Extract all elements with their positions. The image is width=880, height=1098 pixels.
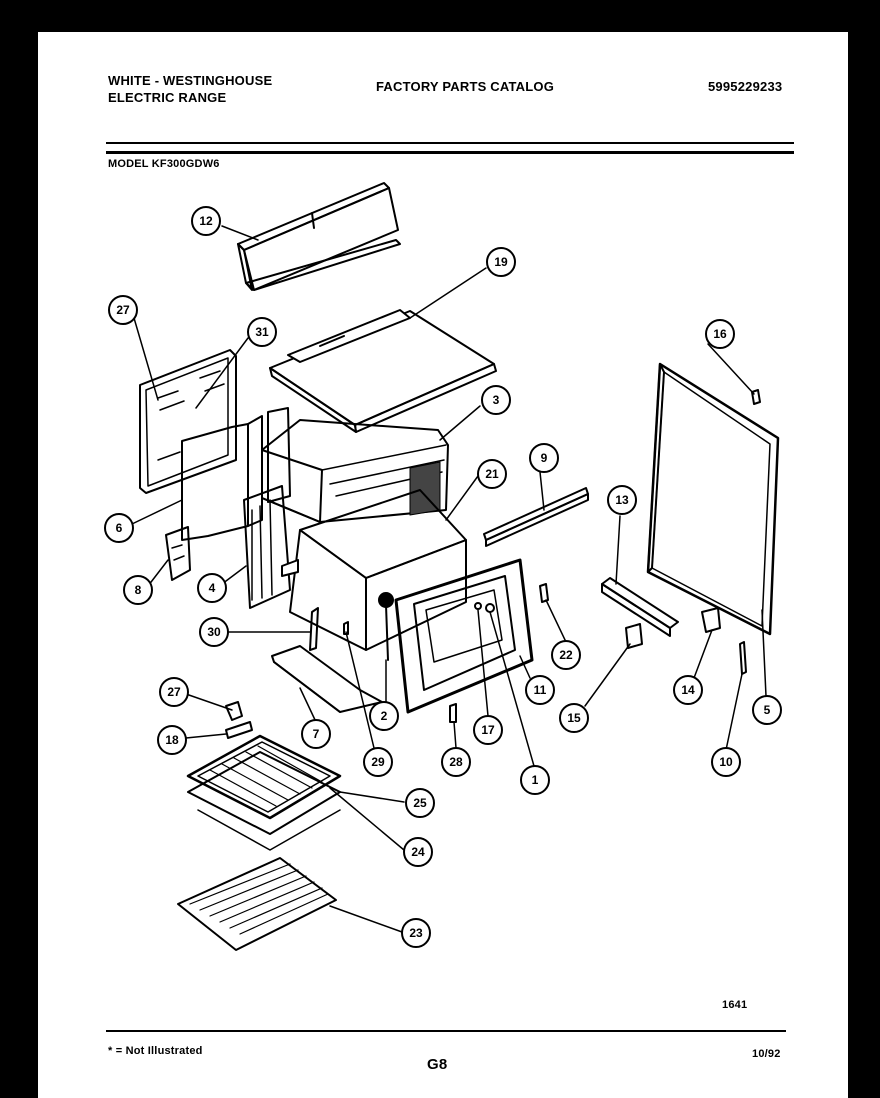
footer-rule [106,1030,786,1032]
callout-circle-17 [473,715,503,745]
part-vent-knob [378,592,394,661]
catalog-title: FACTORY PARTS CATALOG [376,79,555,94]
callout-25: 25 [413,796,427,810]
callout-circle-11 [525,675,555,705]
part-oven-rack [177,857,337,951]
catalog-page [38,32,848,1098]
header-rule-thick [106,151,794,154]
callout-29: 29 [371,755,385,769]
callout-circle-14 [673,675,703,705]
callout-13: 13 [615,493,629,507]
callout-11: 11 [534,683,547,697]
callout-5: 5 [764,703,771,717]
callout-circle-1 [520,765,550,795]
part-oven-bottom [271,645,383,713]
callout-circle-31 [247,317,277,347]
part-side-panel [181,407,291,541]
callout-circle-21 [477,459,507,489]
callout-26: 27 [116,303,130,317]
part-rod [309,607,319,651]
callout-31: 31 [255,325,269,339]
part-back-panel [139,349,237,494]
callout-1: 1 [532,773,539,787]
callout-24: 24 [411,845,425,859]
part-trim-strip [483,487,589,547]
callout-circle-30 [199,617,229,647]
callout-16: 16 [713,327,727,341]
callout-circle-12 [191,206,221,236]
model-number: MODEL KF300GDW6 [108,158,220,170]
callout-18: 18 [165,733,179,747]
callout-circle-23 [401,918,431,948]
callout-4: 4 [209,581,216,595]
part-oven-insulation [261,419,449,523]
callout-21: 21 [485,467,499,481]
callout-circle-7 [301,719,331,749]
part-oven-liner [281,489,467,651]
catalog-number: 5995229233 [708,79,783,94]
callout-circle-29 [363,747,393,777]
callout-circle-26 [108,295,138,325]
callout-circle-6 [104,513,134,543]
callout-30: 30 [207,625,221,639]
header-rule-thin [106,142,794,144]
callout-circle-27 [159,677,189,707]
callout-circle-10 [711,747,741,777]
not-illustrated-note: * = Not Illustrated [108,1045,203,1057]
callout-23: 23 [409,926,423,940]
callout-27: 27 [167,685,181,699]
part-clip [225,701,253,739]
part-top-trim [237,182,401,291]
callout-9: 9 [541,451,548,465]
part-cooktop-panel [269,309,497,433]
part-broiler-pan [186,734,342,851]
callout-circle-4 [197,573,227,603]
callout-15: 15 [567,711,581,725]
callout-circle-24 [403,837,433,867]
callout-circle-9 [529,443,559,473]
callout-7: 7 [313,727,320,741]
callout-28: 28 [449,755,463,769]
callout-circle-8 [123,575,153,605]
figure-code: 1641 [722,999,748,1011]
part-right-side-panel [646,362,780,636]
callout-3: 3 [493,393,500,407]
callout-12: 12 [199,214,213,228]
callout-6: 6 [116,521,123,535]
callout-circle-2 [369,701,399,731]
callout-circle-28 [441,747,471,777]
callout-circle-22 [551,640,581,670]
leader-lines [131,225,767,933]
brand-line-2: ELECTRIC RANGE [108,90,227,105]
callout-circle-18 [157,725,187,755]
callout-10: 10 [719,755,733,769]
catalog-date: 10/92 [752,1048,781,1060]
callout-22: 22 [559,648,573,662]
callout-8: 8 [135,583,142,597]
part-front-frame [394,558,534,714]
callout-17: 17 [481,723,495,737]
callout-2: 2 [381,709,388,723]
part-bracket [165,526,191,581]
callout-circle-25 [405,788,435,818]
callout-circles [104,206,782,948]
callout-circle-16 [705,319,735,349]
part-bottom-rail [601,577,679,637]
page-id: G8 [427,1056,448,1073]
brand-line-1: WHITE - WESTINGHOUSE [108,73,273,88]
part-wrap-insulation [243,485,291,609]
callout-circle-3 [481,385,511,415]
callout-14: 14 [681,683,695,697]
callout-circle-19 [486,247,516,277]
callout-circle-13 [607,485,637,515]
callout-circle-5 [752,695,782,725]
callout-circle-15 [559,703,589,733]
callout-19: 19 [494,255,508,269]
